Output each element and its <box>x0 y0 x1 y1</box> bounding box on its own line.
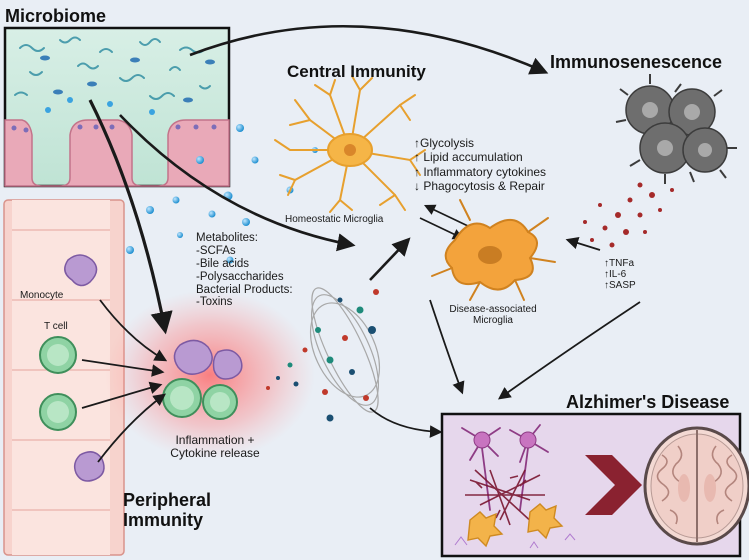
bacterial-products-heading: Bacterial Products: <box>196 283 293 296</box>
central-immunity-title: Central Immunity <box>287 62 426 81</box>
peripheral-immunity-line-2: Immunity <box>123 510 204 531</box>
disease-associated-microglia-label: Disease-associated Microglia <box>447 304 539 326</box>
immunosenescence-title: Immunosenescence <box>550 52 723 72</box>
alzheimers-panel <box>440 412 749 558</box>
sasp-factors-list: ↑TNFa ↑IL-6 ↑SASP <box>604 258 636 292</box>
metabolite-scfas: -SCFAs <box>196 244 236 257</box>
equilibrium-arrows <box>419 204 469 240</box>
peripheral-immunity-title: Peripheral Immunity <box>123 490 211 530</box>
monocyte-label: Monocyte <box>20 290 64 301</box>
metabolites-heading: Metabolites: <box>196 232 259 244</box>
brain-icon <box>643 426 749 546</box>
senescent-cells <box>615 74 737 184</box>
dam-label-line-2: Microglia <box>472 315 513 327</box>
change-phagocytosis-repair: ↓ Phagocytosis & Repair <box>414 179 545 194</box>
microbiome-title: Microbiome <box>5 6 107 26</box>
cytokine-spiral <box>266 287 381 422</box>
metabolite-bile-acids: -Bile acids <box>196 257 250 270</box>
disease-associated-microglia-cell <box>431 199 556 301</box>
sasp-il6: ↑IL-6 <box>604 269 627 281</box>
recruitment-arrows <box>81 299 168 463</box>
t-cells <box>39 336 238 431</box>
microglia-changes-list: ↑Glycolysis ↑ Lipid accumulation ↑ Infla… <box>414 136 546 194</box>
bacterial-product-toxins: -Toxins <box>196 296 233 309</box>
inflammation-line-1: Inflammation + <box>175 433 255 447</box>
peripheral-immunity-line-1: Peripheral <box>123 490 212 510</box>
inflammation-label: Inflammation + Cytokine release <box>165 433 265 461</box>
metabolite-polysaccharides: -Polysaccharides <box>196 270 284 283</box>
alzheimers-title: Alzhimer's Disease <box>566 392 730 412</box>
t-cell-label: T cell <box>44 321 68 332</box>
sasp-sasp: ↑SASP <box>604 280 636 292</box>
change-lipid-accumulation: ↑ Lipid accumulation <box>414 150 523 165</box>
sasp-tnfa: ↑TNFa <box>604 258 634 269</box>
homeostatic-microglia-label: Homeostatic Microglia <box>285 214 384 225</box>
progression-chevron-icon <box>585 455 642 515</box>
metabolites-list: Metabolites: -SCFAs -Bile acids -Polysac… <box>196 232 293 309</box>
homeostatic-microglia-cell <box>274 75 426 213</box>
monocyte-cells <box>64 254 243 482</box>
dam-label-line-1: Disease-associated <box>449 304 537 315</box>
main-arrows <box>88 24 641 438</box>
change-inflammatory-cytokines: ↑ Inflammatory cytokines <box>414 164 547 179</box>
inflammation-line-2: Cytokine release <box>170 446 260 461</box>
change-glycolysis: ↑Glycolysis <box>414 136 475 150</box>
sasp-dots <box>583 182 674 248</box>
